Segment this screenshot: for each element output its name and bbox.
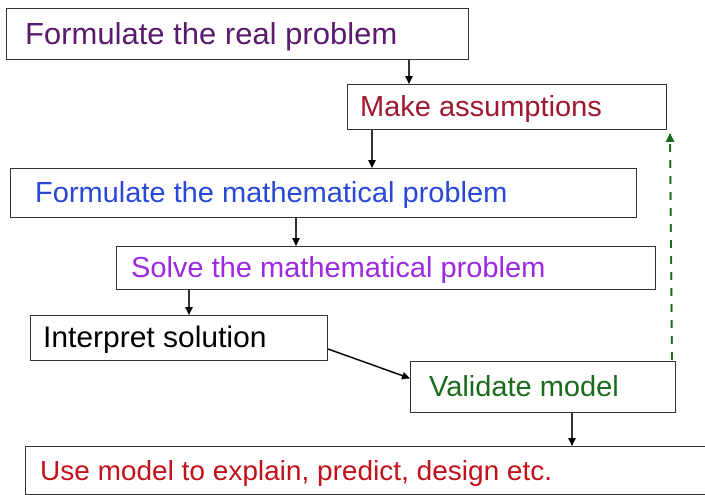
node-solve-mathematical-problem: Solve the mathematical problem: [116, 246, 656, 290]
node-label: Use model to explain, predict, design et…: [40, 454, 553, 486]
arrow-interpret-to-validate: [327, 348, 410, 380]
node-formulate-real-problem: Formulate the real problem: [6, 8, 469, 60]
node-label: Solve the mathematical problem: [131, 251, 546, 284]
node-make-assumptions: Make assumptions: [347, 84, 667, 130]
node-formulate-mathematical-problem: Formulate the mathematical problem: [10, 168, 637, 218]
node-validate-model: Validate model: [410, 361, 676, 413]
node-label: Formulate the mathematical problem: [35, 176, 508, 209]
node-label: Interpret solution: [43, 321, 267, 354]
arrow-validate-to-assumptions-dashed: [665, 133, 675, 361]
node-label: Validate model: [429, 370, 619, 403]
node-label: Make assumptions: [360, 90, 602, 123]
node-use-model: Use model to explain, predict, design et…: [25, 446, 705, 495]
node-label: Formulate the real problem: [25, 16, 398, 51]
node-interpret-solution: Interpret solution: [30, 315, 328, 361]
